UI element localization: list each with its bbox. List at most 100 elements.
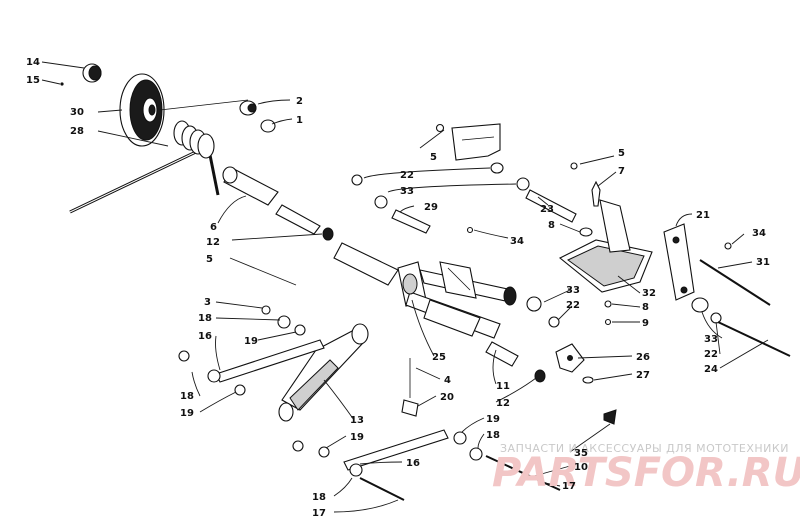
callout-8-upper: 8 [548, 220, 555, 231]
callout-30: 30 [70, 107, 84, 118]
washer-8-lower [604, 300, 612, 308]
nut-22-left [351, 174, 363, 186]
callout-labels: 14 15 30 28 2 1 6 12 5 5 22 33 29 23 8 3… [26, 57, 770, 519]
link-16-lower [343, 429, 449, 471]
spring-arm [208, 154, 220, 196]
nut-33-mid [526, 296, 542, 312]
washer-27 [582, 376, 594, 384]
callout-2: 2 [296, 96, 303, 107]
callout-21: 21 [696, 210, 710, 221]
tube-end-cap [503, 286, 517, 306]
rivet-7 [591, 180, 601, 207]
callout-18-lower: 18 [312, 492, 326, 503]
clamp-26 [555, 343, 585, 373]
callout-1: 1 [296, 115, 303, 126]
callout-17-right: 17 [562, 481, 576, 492]
callout-33-upper: 33 [400, 186, 414, 197]
bushing-18-right [469, 447, 483, 461]
callout-15: 15 [26, 75, 40, 86]
nut-22-right [710, 312, 722, 324]
washer-8-upper [579, 227, 593, 237]
nut-33-upper [516, 177, 530, 191]
spacer-20 [401, 399, 419, 417]
nut-22-mid [548, 316, 560, 328]
leader-lines [41, 61, 769, 513]
callout-7: 7 [618, 166, 625, 177]
callout-5: 5 [206, 254, 213, 265]
callout-23: 23 [540, 204, 554, 215]
bolt-17-right [485, 455, 561, 491]
pin-34-right [724, 242, 732, 250]
callout-5-upper: 5 [430, 152, 437, 163]
callout-18-left: 18 [180, 391, 194, 402]
watermark-logo: PARTSFOR.RU [492, 450, 800, 496]
nut-33-right [691, 297, 709, 313]
callout-13: 13 [350, 415, 364, 426]
idler-wheel-30 [119, 73, 165, 147]
callout-27: 27 [636, 370, 650, 381]
upper-bracket [451, 123, 501, 161]
nut-small-left [178, 350, 190, 362]
washer-1 [260, 119, 276, 133]
callout-32: 32 [642, 288, 656, 299]
callout-5-right: 5 [618, 148, 625, 159]
watermark-caption: ЗАПЧАСТИ И АКСЕССУАРЫ ДЛЯ МОТОТЕХНИКИ [500, 442, 789, 455]
shaft-12 [275, 204, 321, 235]
nut-33-left [374, 195, 388, 209]
bolt-17-left [359, 477, 405, 501]
nut-22-upper [490, 162, 504, 174]
bolt-31 [699, 259, 771, 306]
torsion-spring [173, 120, 215, 159]
callout-18-upper: 18 [198, 313, 212, 324]
callout-6: 6 [210, 222, 217, 233]
rear-shaft [333, 242, 399, 286]
callout-11: 11 [496, 381, 510, 392]
nut-lower-left [292, 440, 304, 452]
callout-25: 25 [432, 352, 446, 363]
callout-12-lower: 12 [496, 398, 510, 409]
callout-22-upper: 22 [400, 170, 414, 181]
callout-31: 31 [756, 257, 770, 268]
callout-33-right: 33 [704, 334, 718, 345]
bushing-12 [322, 227, 334, 241]
callout-33-mid: 33 [566, 285, 580, 296]
callout-18-right: 18 [486, 430, 500, 441]
pin-34-center [466, 226, 474, 234]
callout-12: 12 [206, 237, 220, 248]
footrest-plate-32 [558, 199, 653, 293]
callout-4: 4 [444, 375, 451, 386]
callout-34-right: 34 [752, 228, 766, 239]
callout-19-right: 19 [486, 414, 500, 425]
callout-28: 28 [70, 126, 84, 137]
bolt-24 [717, 321, 791, 357]
callout-35: 35 [574, 448, 588, 459]
spacer-14 [82, 63, 102, 83]
shaft-axis-upper [159, 99, 249, 111]
callout-9: 9 [642, 318, 649, 329]
bushing-18-lower [349, 463, 363, 477]
tube-6 [222, 166, 279, 206]
bushing-2 [239, 100, 257, 116]
callout-34-center: 34 [510, 236, 524, 247]
callout-10: 10 [574, 462, 588, 473]
bushing-19-left [234, 384, 246, 396]
callout-16-upper: 16 [198, 331, 212, 342]
bushing-19-upper [294, 324, 306, 336]
bushing-19-lower [318, 446, 330, 458]
callout-29: 29 [424, 202, 438, 213]
callout-22-mid: 22 [566, 300, 580, 311]
callout-19-lower: 19 [350, 432, 364, 443]
callout-26: 26 [636, 352, 650, 363]
spacer-29 [391, 209, 431, 234]
callout-16-lower: 16 [406, 458, 420, 469]
callout-24: 24 [704, 364, 718, 375]
bracket-21 [663, 223, 695, 301]
bushing-18-upper [277, 315, 291, 329]
axle-28 [69, 148, 201, 214]
cross-tube [423, 299, 481, 337]
callout-22-right: 22 [704, 349, 718, 360]
callout-14: 14 [26, 57, 40, 68]
bushing-18-left [207, 369, 221, 383]
